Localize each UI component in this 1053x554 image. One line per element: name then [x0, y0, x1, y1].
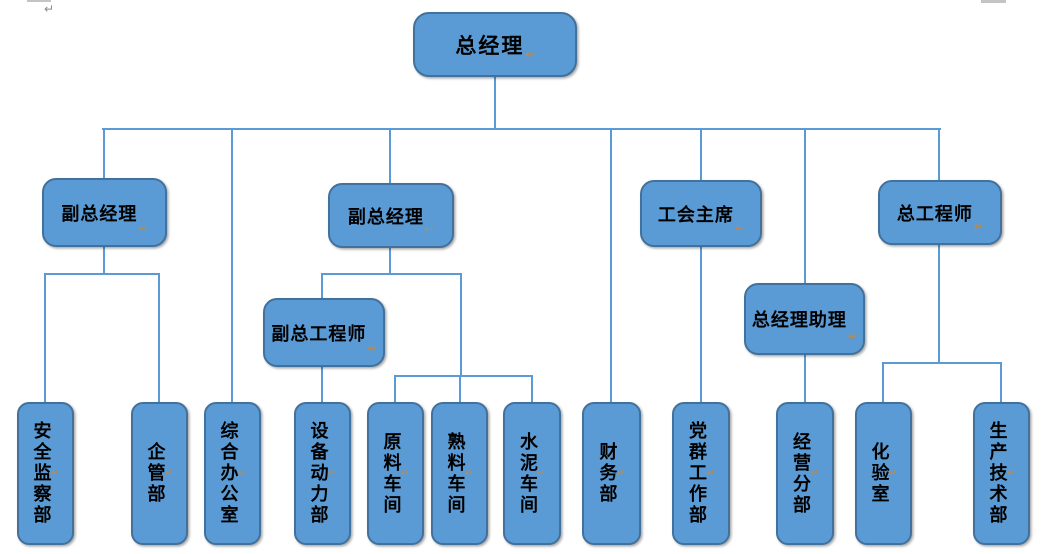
- org-node-safety-supervision-dept[interactable]: 安全监察部↵: [17, 402, 74, 545]
- connector-line: [394, 375, 396, 404]
- connector-line: [494, 77, 496, 130]
- org-node-business-division[interactable]: 经营分部↵: [776, 402, 834, 545]
- node-label: 总经理助理: [751, 310, 847, 331]
- paragraph-return-icon: ↵: [536, 468, 547, 479]
- paragraph-return-icon: ↵: [463, 468, 475, 479]
- node-label: 企管部: [144, 442, 166, 505]
- paragraph-return-icon: ↵: [973, 220, 984, 233]
- connector-line: [158, 273, 160, 404]
- paragraph-return-icon: ↵: [1005, 468, 1017, 479]
- connector-line: [321, 273, 323, 300]
- connector-line: [1000, 362, 1002, 404]
- connector-line: [610, 128, 612, 404]
- connector-line: [882, 362, 1002, 364]
- node-label: 总经理: [455, 33, 525, 58]
- org-node-cement-workshop[interactable]: 水泥车间↵: [503, 402, 561, 545]
- node-label: 综合办公室: [217, 421, 239, 526]
- node-label: 副总经理: [347, 206, 424, 228]
- page-margin-mark-top-right: [981, 0, 1006, 3]
- connector-line: [700, 128, 702, 182]
- connector-line: [882, 362, 884, 404]
- paragraph-return-icon: ↵: [847, 330, 858, 343]
- paragraph-return-icon: ↵: [138, 222, 148, 235]
- connector-line: [938, 128, 940, 182]
- node-label: 熟料车间: [444, 431, 466, 516]
- connector-line: [389, 128, 391, 185]
- org-node-union-chairman[interactable]: 工会主席↵: [640, 180, 762, 247]
- org-node-production-technology-dept[interactable]: 生产技术部↵: [973, 402, 1030, 545]
- connector-line: [700, 245, 702, 404]
- node-label: 水泥车间: [517, 431, 538, 516]
- paragraph-return-icon: ↵: [49, 468, 61, 479]
- org-node-finance-dept[interactable]: 财务部↵: [582, 402, 641, 545]
- node-label: 安全监察部: [30, 421, 52, 526]
- node-label: 副总经理: [61, 203, 138, 225]
- paragraph-return-icon: ↵: [326, 468, 338, 479]
- node-label: 财务部: [596, 442, 618, 505]
- connector-line: [531, 375, 533, 404]
- org-node-enterprise-management-dept[interactable]: 企管部↵: [131, 402, 188, 545]
- paragraph-return-icon: ↵: [399, 468, 411, 479]
- paragraph-return-icon: ↵: [236, 468, 248, 479]
- paragraph-return-icon: ↵: [525, 48, 535, 61]
- org-node-equipment-power-dept[interactable]: 设备动力部↵: [294, 402, 351, 545]
- node-label: 原料车间: [380, 431, 402, 516]
- org-node-clinker-workshop[interactable]: 熟料车间↵: [431, 402, 488, 545]
- node-label: 总工程师: [896, 203, 973, 225]
- connector-line: [321, 365, 323, 404]
- paragraph-return-icon: ↵: [809, 468, 820, 479]
- connector-line: [460, 273, 462, 377]
- org-node-general-office[interactable]: 综合办公室↵: [204, 402, 261, 545]
- connector-line: [804, 128, 806, 285]
- node-label: 经营分部: [790, 431, 811, 516]
- connector-line: [321, 273, 462, 275]
- org-node-party-mass-work-dept[interactable]: 党群工作部↵: [672, 402, 730, 545]
- connector-line: [44, 273, 46, 404]
- org-node-raw-material-workshop[interactable]: 原料车间↵: [367, 402, 424, 545]
- paragraph-return-icon: ↵: [887, 468, 899, 479]
- paragraph-return-icon: ↵: [615, 468, 627, 479]
- paragraph-return-icon: ↵: [424, 223, 435, 236]
- node-label: 工会主席: [657, 204, 734, 226]
- page-margin-mark-top-left: [27, 0, 51, 2]
- connector-line: [389, 246, 391, 275]
- org-node-deputy-general-manager-2[interactable]: 副总经理↵: [328, 183, 454, 248]
- connector-line: [804, 353, 806, 404]
- node-label: 副总工程师: [271, 323, 367, 345]
- node-label: 党群工作部: [686, 421, 707, 526]
- node-label: 化验室: [868, 442, 890, 505]
- connector-line: [394, 375, 533, 377]
- org-node-general-manager[interactable]: 总经理↵: [413, 12, 577, 77]
- node-label: 生产技术部: [986, 421, 1008, 526]
- org-node-deputy-general-manager-1[interactable]: 副总经理↵: [42, 178, 167, 247]
- org-node-laboratory[interactable]: 化验室↵: [855, 402, 912, 545]
- connector-line: [103, 245, 105, 275]
- org-node-chief-engineer[interactable]: 总工程师↵: [878, 180, 1002, 245]
- paragraph-return-icon: ↵: [705, 468, 716, 479]
- org-node-gm-assistant[interactable]: 总经理助理↵: [744, 283, 865, 355]
- connector-line: [102, 128, 941, 130]
- paragraph-return-icon: ↵: [163, 468, 175, 479]
- connector-line: [459, 375, 461, 404]
- connector-line: [231, 128, 233, 404]
- connector-line: [44, 273, 160, 275]
- paragraph-return-icon: ↵: [44, 2, 55, 16]
- org-node-deputy-chief-engineer[interactable]: 副总工程师↵: [263, 298, 385, 367]
- paragraph-return-icon: ↵: [734, 222, 745, 235]
- connector-line: [938, 243, 940, 364]
- connector-line: [103, 128, 105, 180]
- node-label: 设备动力部: [307, 421, 329, 526]
- paragraph-return-icon: ↵: [367, 342, 377, 355]
